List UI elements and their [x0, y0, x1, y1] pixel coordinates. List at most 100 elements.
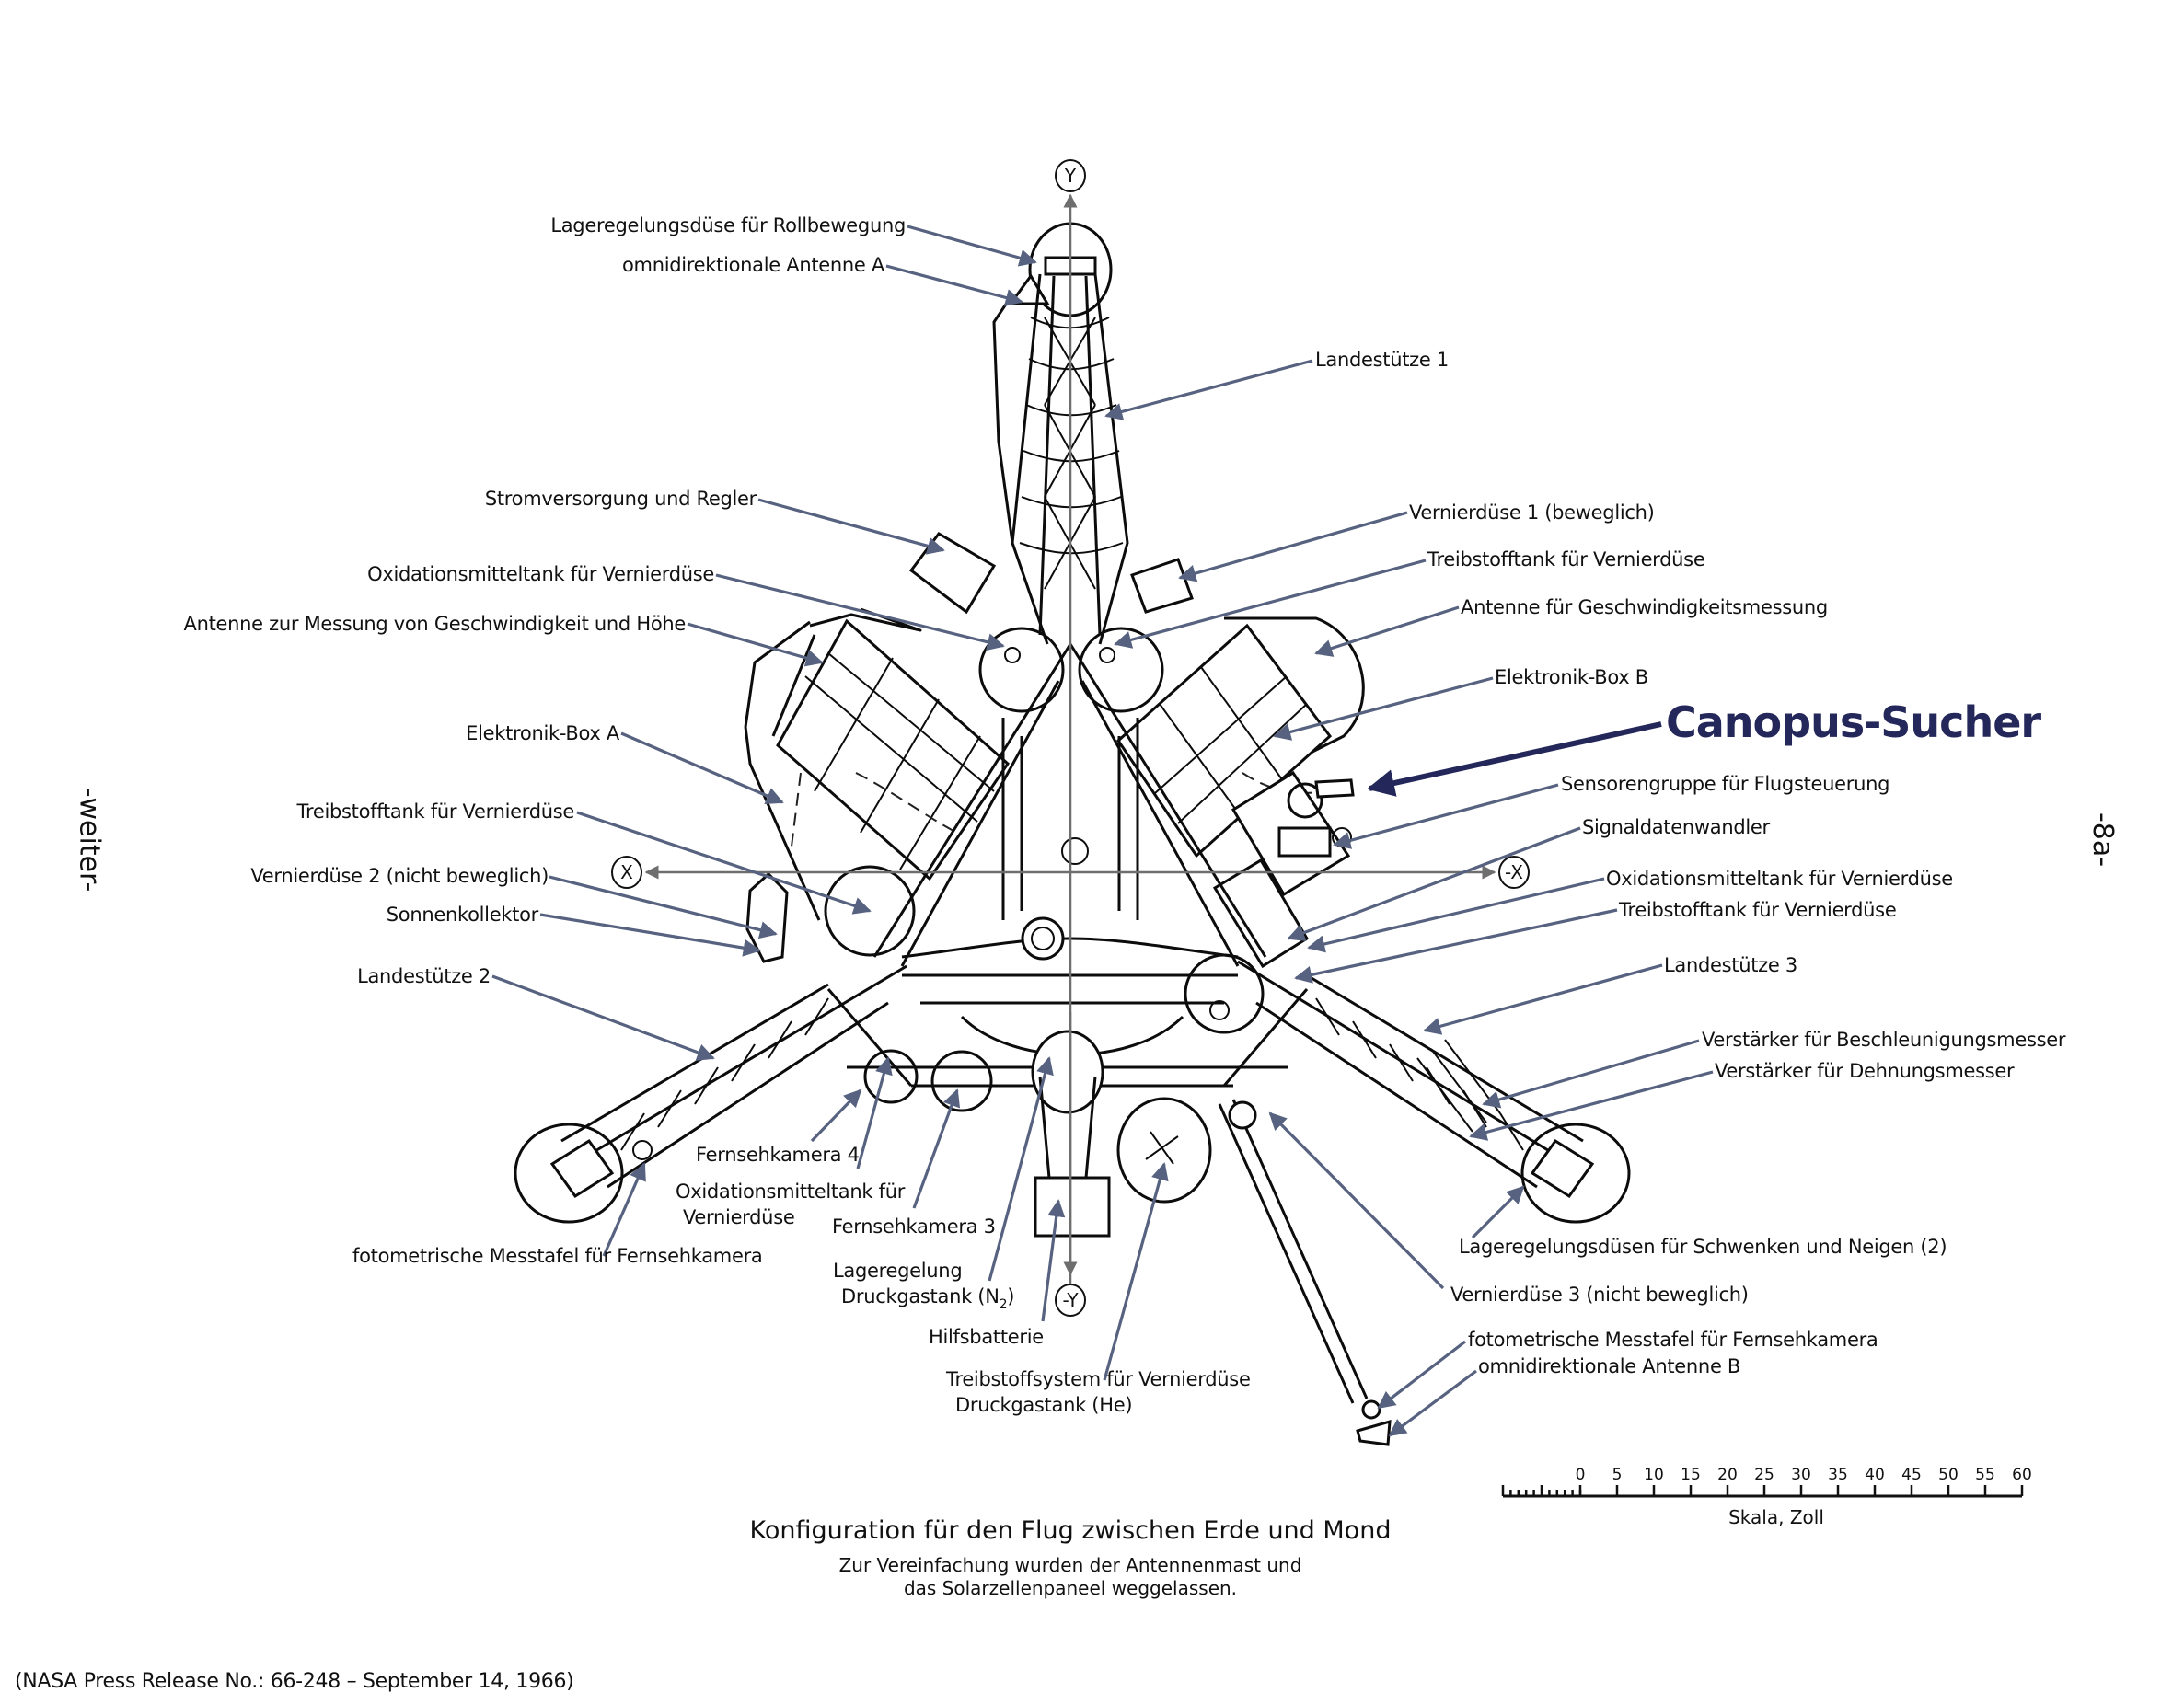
neg-x-axis-marker — [1498, 856, 1530, 889]
label-sensor-group: Sensorengruppe für Flugsteuerung — [1561, 773, 1889, 795]
label-oxidizer-tank-right: Oxidationsmitteltank für Vernierdüse — [1606, 868, 1953, 890]
label-landing-leg-1: Landestütze 1 — [1315, 349, 1449, 371]
leader-electronics-box-b — [1273, 676, 1494, 741]
label-vernier-3: Vernierdüse 3 (nicht beweglich) — [1450, 1284, 1749, 1306]
leader-photometric-left — [602, 1162, 646, 1257]
leader-lines — [491, 225, 1714, 1437]
scale-minor-ticks — [1501, 1485, 1582, 1496]
canopus-sensor-shape — [1231, 770, 1355, 897]
label-altimeter-antenna: Antenne zur Messung von Geschwindigkeit … — [184, 613, 686, 635]
leader-power-supply — [757, 498, 945, 555]
scale-tick-label: 55 — [1975, 1466, 1995, 1484]
y-axis-label: Y — [1064, 165, 1077, 187]
label-tv-camera-4: Fernsehkamera 4 — [696, 1144, 860, 1166]
leader-landing-leg-2 — [491, 974, 715, 1061]
electronics-box-b-shape — [1116, 616, 1365, 858]
leader-oxidizer-tank-right — [1307, 877, 1605, 953]
oxidizer-tank-upper-left — [978, 627, 1065, 713]
leader-roll-nozzle — [907, 225, 1037, 267]
leader-fuel-tank-upper-right — [1114, 559, 1427, 649]
label-fuel-system-line1: Treibstoffsystem für Vernierdüse — [945, 1368, 1251, 1390]
leader-pitch-yaw-nozzles — [1471, 1185, 1525, 1239]
leader-vernier-1 — [1178, 511, 1408, 582]
label-power-supply: Stromversorgung und Regler — [485, 488, 757, 510]
label-landing-leg-2: Landestütze 2 — [357, 965, 491, 987]
press-release-footer: (NASA Press Release No.: 66-248 – Septem… — [15, 1670, 574, 1693]
aux-battery-shape — [1034, 1176, 1111, 1238]
label-fuel-tank-left: Treibstofftank für Vernierdüse — [296, 800, 574, 823]
oxidizer-tank-bottom-shape — [1031, 1030, 1104, 1114]
label-oxidizer-tank-bottom-line1: Oxidationsmitteltank für — [676, 1180, 906, 1203]
vernier-1-shape — [1130, 558, 1194, 614]
scale-caption: Skala, Zoll — [1728, 1506, 1824, 1528]
scale-tick-label: 50 — [1938, 1466, 1959, 1484]
diagram-subtitle-line2: das Solarzellenpaneel weggelassen. — [904, 1577, 1237, 1599]
fuel-tank-upper-right — [1078, 627, 1164, 713]
label-electronics-box-a: Elektronik-Box A — [466, 722, 620, 744]
scale-tick-label: 40 — [1865, 1466, 1885, 1484]
callout-labels: Lageregelungsdüse für Rollbewegung omnid… — [184, 214, 2067, 1416]
leader-signal-converter — [1287, 826, 1581, 941]
scale-tick-label: 15 — [1681, 1466, 1701, 1484]
label-fuel-system-line2: Druckgastank (He) — [955, 1394, 1132, 1416]
y-axis-marker — [1055, 159, 1086, 192]
scale-tick-label: 5 — [1612, 1466, 1623, 1484]
leader-accel-amplifier — [1482, 1039, 1700, 1109]
leader-oxidizer-tank-bottom — [856, 1056, 893, 1169]
leader-fuel-tank-right — [1294, 908, 1618, 984]
leader-sensor-group — [1333, 783, 1559, 849]
fuel-tank-left-shape — [824, 865, 916, 957]
scale-tick-label: 20 — [1717, 1466, 1738, 1484]
label-velocity-antenna: Antenne für Geschwindigkeitsmessung — [1461, 596, 1828, 618]
neg-x-axis-label: -X — [1505, 861, 1523, 883]
omni-antenna-b-boom — [1218, 1099, 1369, 1404]
leader-tv-camera-4 — [810, 1088, 862, 1143]
page-number: -8a- — [2086, 812, 2120, 868]
leader-fuel-system — [1103, 1162, 1169, 1381]
leader-photometric-right — [1377, 1340, 1466, 1410]
scale-tick-label: 60 — [2012, 1466, 2032, 1484]
label-omni-antenna-b: omnidirektionale Antenne B — [1478, 1355, 1740, 1377]
electronics-box-a-shape — [744, 607, 1010, 921]
neg-y-axis-marker — [1055, 1284, 1086, 1317]
label-pitch-yaw-nozzles: Lageregelungsdüsen für Schwenken und Nei… — [1459, 1236, 1947, 1258]
leader-omni-antenna-b — [1388, 1369, 1477, 1437]
label-roll-nozzle: Lageregelungsdüse für Rollbewegung — [550, 214, 906, 236]
label-oxidizer-tank-left: Oxidationsmitteltank für Vernierdüse — [367, 563, 714, 585]
leader-altimeter-antenna — [687, 622, 824, 667]
label-tv-camera-3: Fernsehkamera 3 — [832, 1215, 996, 1238]
label-oxidizer-tank-bottom-line2: Vernierdüse — [683, 1206, 794, 1228]
leader-landing-leg-3 — [1423, 963, 1663, 1035]
fuel-system-tank-shape — [1116, 1097, 1212, 1204]
label-canopus-sucher: Canopus-Sucher — [1666, 697, 2041, 747]
leader-canopus-sucher — [1367, 721, 1662, 797]
landing-leg-2-shape — [514, 964, 907, 1224]
landing-leg-3-shape — [1237, 960, 1631, 1224]
scale-tick-label: 30 — [1791, 1466, 1811, 1484]
scale-tick-label: 25 — [1754, 1466, 1774, 1484]
neg-y-axis-label: -Y — [1062, 1289, 1079, 1311]
scale-tick-label: 10 — [1644, 1466, 1664, 1484]
x-axis-label: X — [620, 861, 633, 883]
label-attitude-line2: Druckgastank (N2) — [841, 1285, 1014, 1312]
label-strain-amplifier: Verstärker für Dehnungsmesser — [1715, 1060, 2015, 1082]
leader-solar-collector — [539, 913, 761, 957]
tv-camera-4-shape — [863, 1049, 919, 1104]
label-attitude-line1: Lageregelung — [833, 1260, 962, 1282]
leader-oxidizer-tank-left — [715, 573, 1005, 651]
label-aux-battery: Hilfsbatterie — [929, 1326, 1044, 1348]
label-solar-collector: Sonnenkollektor — [387, 904, 539, 926]
label-vernier-1: Vernierdüse 1 (beweglich) — [1409, 501, 1655, 524]
photometric-target-right-shape — [1361, 1399, 1381, 1420]
label-fuel-tank-upper-right: Treibstofftank für Vernierdüse — [1427, 548, 1704, 570]
leader-fuel-tank-left — [576, 811, 872, 915]
leader-landing-leg-1 — [1104, 359, 1313, 420]
x-axis-marker — [611, 856, 642, 889]
diagram-subtitle-line1: Zur Vereinfachung wurden der Antennenmas… — [839, 1554, 1302, 1576]
leader-omni-antenna-a — [885, 264, 1023, 306]
scale-tick-label: 45 — [1901, 1466, 1922, 1484]
scale-tick-label: 0 — [1576, 1466, 1586, 1484]
